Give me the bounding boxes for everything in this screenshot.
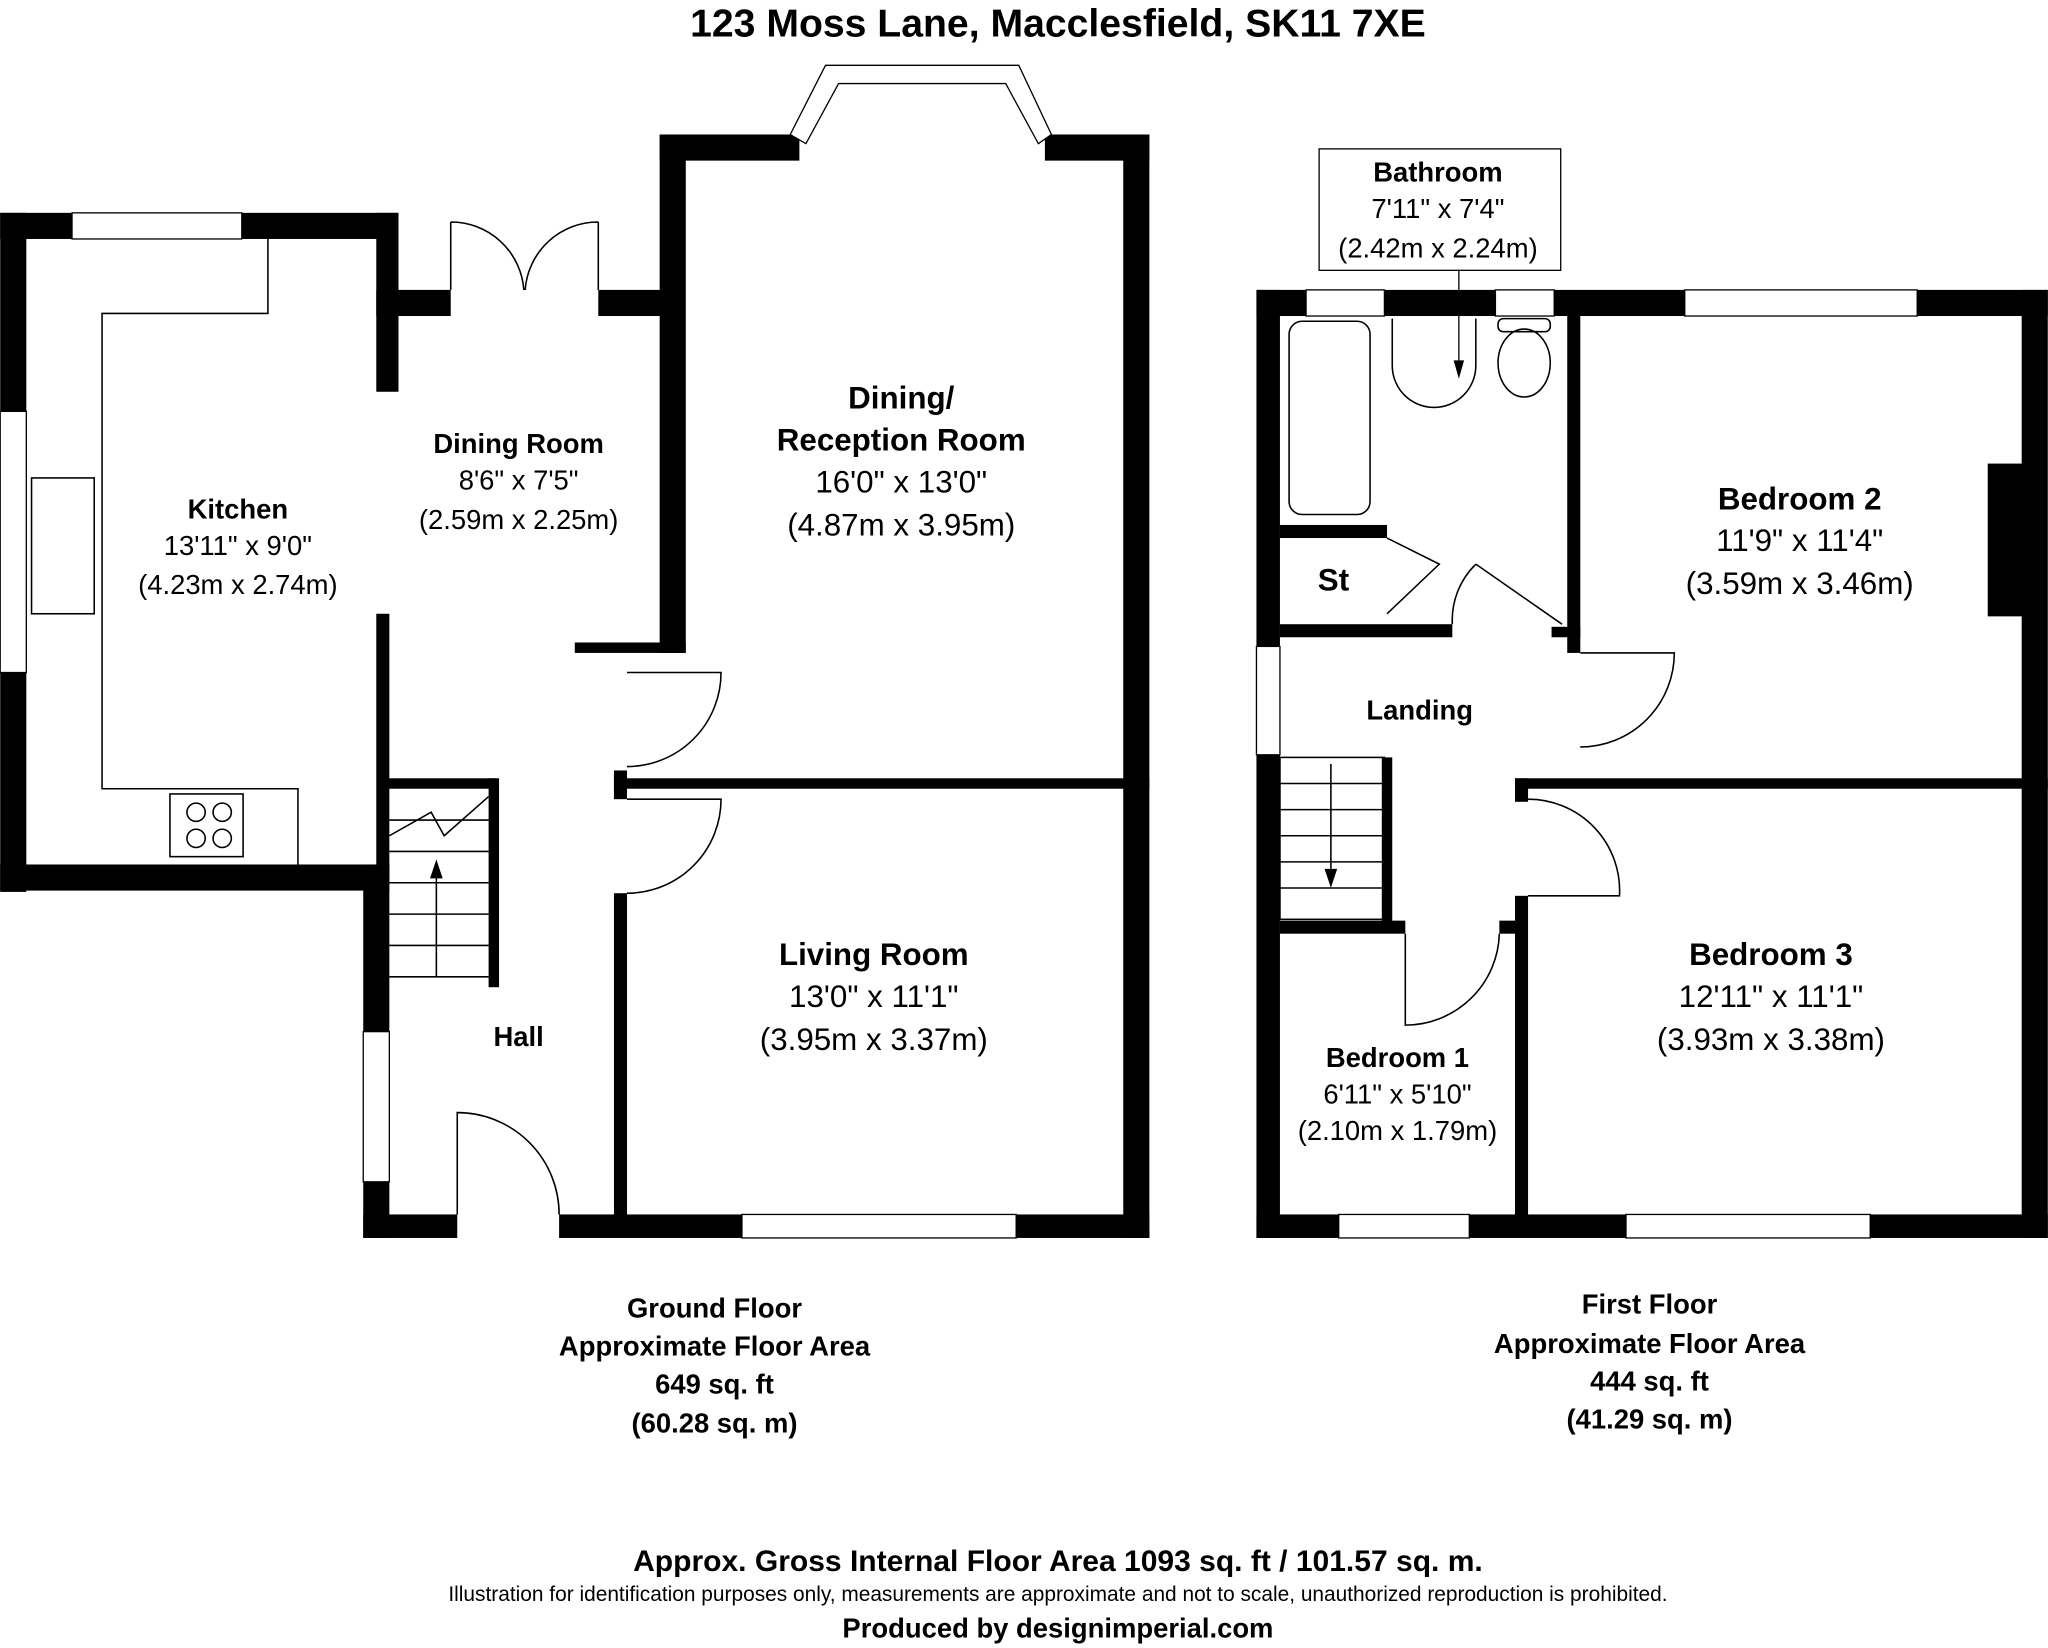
bathroom-label-box: [1318, 148, 1562, 271]
floor-area-sqm: (60.28 sq. m): [631, 1408, 797, 1439]
room-dimensions: 13'0" x 11'1": [789, 979, 959, 1014]
room-label-kitchen: Kitchen: [188, 493, 289, 524]
room-dimensions-metric: (3.59m x 3.46m): [1686, 566, 1914, 601]
floor-area-sqft: 649 sq. ft: [655, 1368, 774, 1399]
room-label-reception: Dining/: [848, 381, 954, 416]
floor-area-sqft: 444 sq. ft: [1590, 1366, 1709, 1397]
room-dimensions-metric: (4.87m x 3.95m): [787, 507, 1015, 542]
room-label-hall: Hall: [493, 1021, 543, 1052]
room-dimensions: 13'11" x 9'0": [164, 530, 312, 561]
room-dimensions: 6'11" x 5'10": [1323, 1078, 1471, 1109]
room-label-bathroom: Bathroom: [1373, 157, 1502, 188]
floor-label: Ground Floor: [627, 1293, 802, 1324]
floor-area-label: Approximate Floor Area: [1494, 1328, 1806, 1359]
room-dimensions-metric: (2.10m x 1.79m): [1298, 1115, 1498, 1146]
room-label-store: St: [1318, 562, 1350, 597]
room-dimensions: 8'6" x 7'5": [459, 465, 579, 496]
floor-area-sqm: (41.29 sq. m): [1566, 1404, 1732, 1435]
bath-icon: [1288, 320, 1371, 516]
floor-area-label: Approximate Floor Area: [559, 1330, 871, 1361]
produced-by: Produced by designimperial.com: [842, 1613, 1273, 1644]
room-label-dining-room: Dining Room: [433, 428, 603, 459]
room-dimensions-metric: (2.59m x 2.25m): [419, 504, 619, 535]
room-dimensions-metric: (3.93m x 3.38m): [1657, 1022, 1885, 1057]
room-label-bedroom-3: Bedroom 3: [1689, 937, 1853, 972]
chimney-breast: [1987, 463, 2027, 617]
disclaimer: Illustration for identification purposes…: [448, 1583, 1667, 1606]
room-label-bedroom-1: Bedroom 1: [1326, 1042, 1469, 1073]
page-title: 123 Moss Lane, Macclesfield, SK11 7XE: [690, 3, 1426, 46]
stairs-icon: [1279, 756, 1386, 921]
toilet-icon: [1497, 328, 1552, 398]
room-label-bedroom-2: Bedroom 2: [1718, 481, 1882, 516]
basin-icon: [1391, 318, 1477, 409]
stairs-icon: [388, 795, 490, 978]
room-dimensions-metric: (3.95m x 3.37m): [760, 1022, 988, 1057]
first-floor-caption: First Floor Approximate Floor Area 444 s…: [1494, 1289, 1806, 1435]
room-dimensions: 16'0" x 13'0": [815, 464, 987, 499]
french-doors: [449, 221, 600, 290]
bay-window: [789, 64, 1053, 145]
room-dimensions: 11'9" x 11'4": [1716, 523, 1883, 558]
room-label-living-room: Living Room: [779, 937, 969, 972]
room-dimensions: 7'11" x 7'4": [1371, 193, 1504, 224]
floor-label: First Floor: [1582, 1289, 1718, 1320]
sink-icon: [30, 477, 96, 615]
room-dimensions-metric: (2.42m x 2.24m): [1338, 232, 1538, 263]
room-dimensions: 12'11" x 11'1": [1679, 979, 1864, 1014]
hob-icon: [169, 793, 244, 858]
room-dimensions-metric: (4.23m x 2.74m): [138, 569, 338, 600]
gross-area: Approx. Gross Internal Floor Area 1093 s…: [633, 1545, 1483, 1578]
ground-floor-plan: Kitchen 13'11" x 9'0" (4.23m x 2.74m) Di…: [0, 64, 1150, 1239]
room-label-reception-2: Reception Room: [777, 423, 1026, 458]
room-label-landing: Landing: [1366, 695, 1473, 726]
ground-floor-caption: Ground Floor Approximate Floor Area 649 …: [559, 1293, 871, 1439]
first-floor-plan: Bathroom 7'11" x 7'4" (2.42m x 2.24m) St…: [1255, 148, 2048, 1239]
